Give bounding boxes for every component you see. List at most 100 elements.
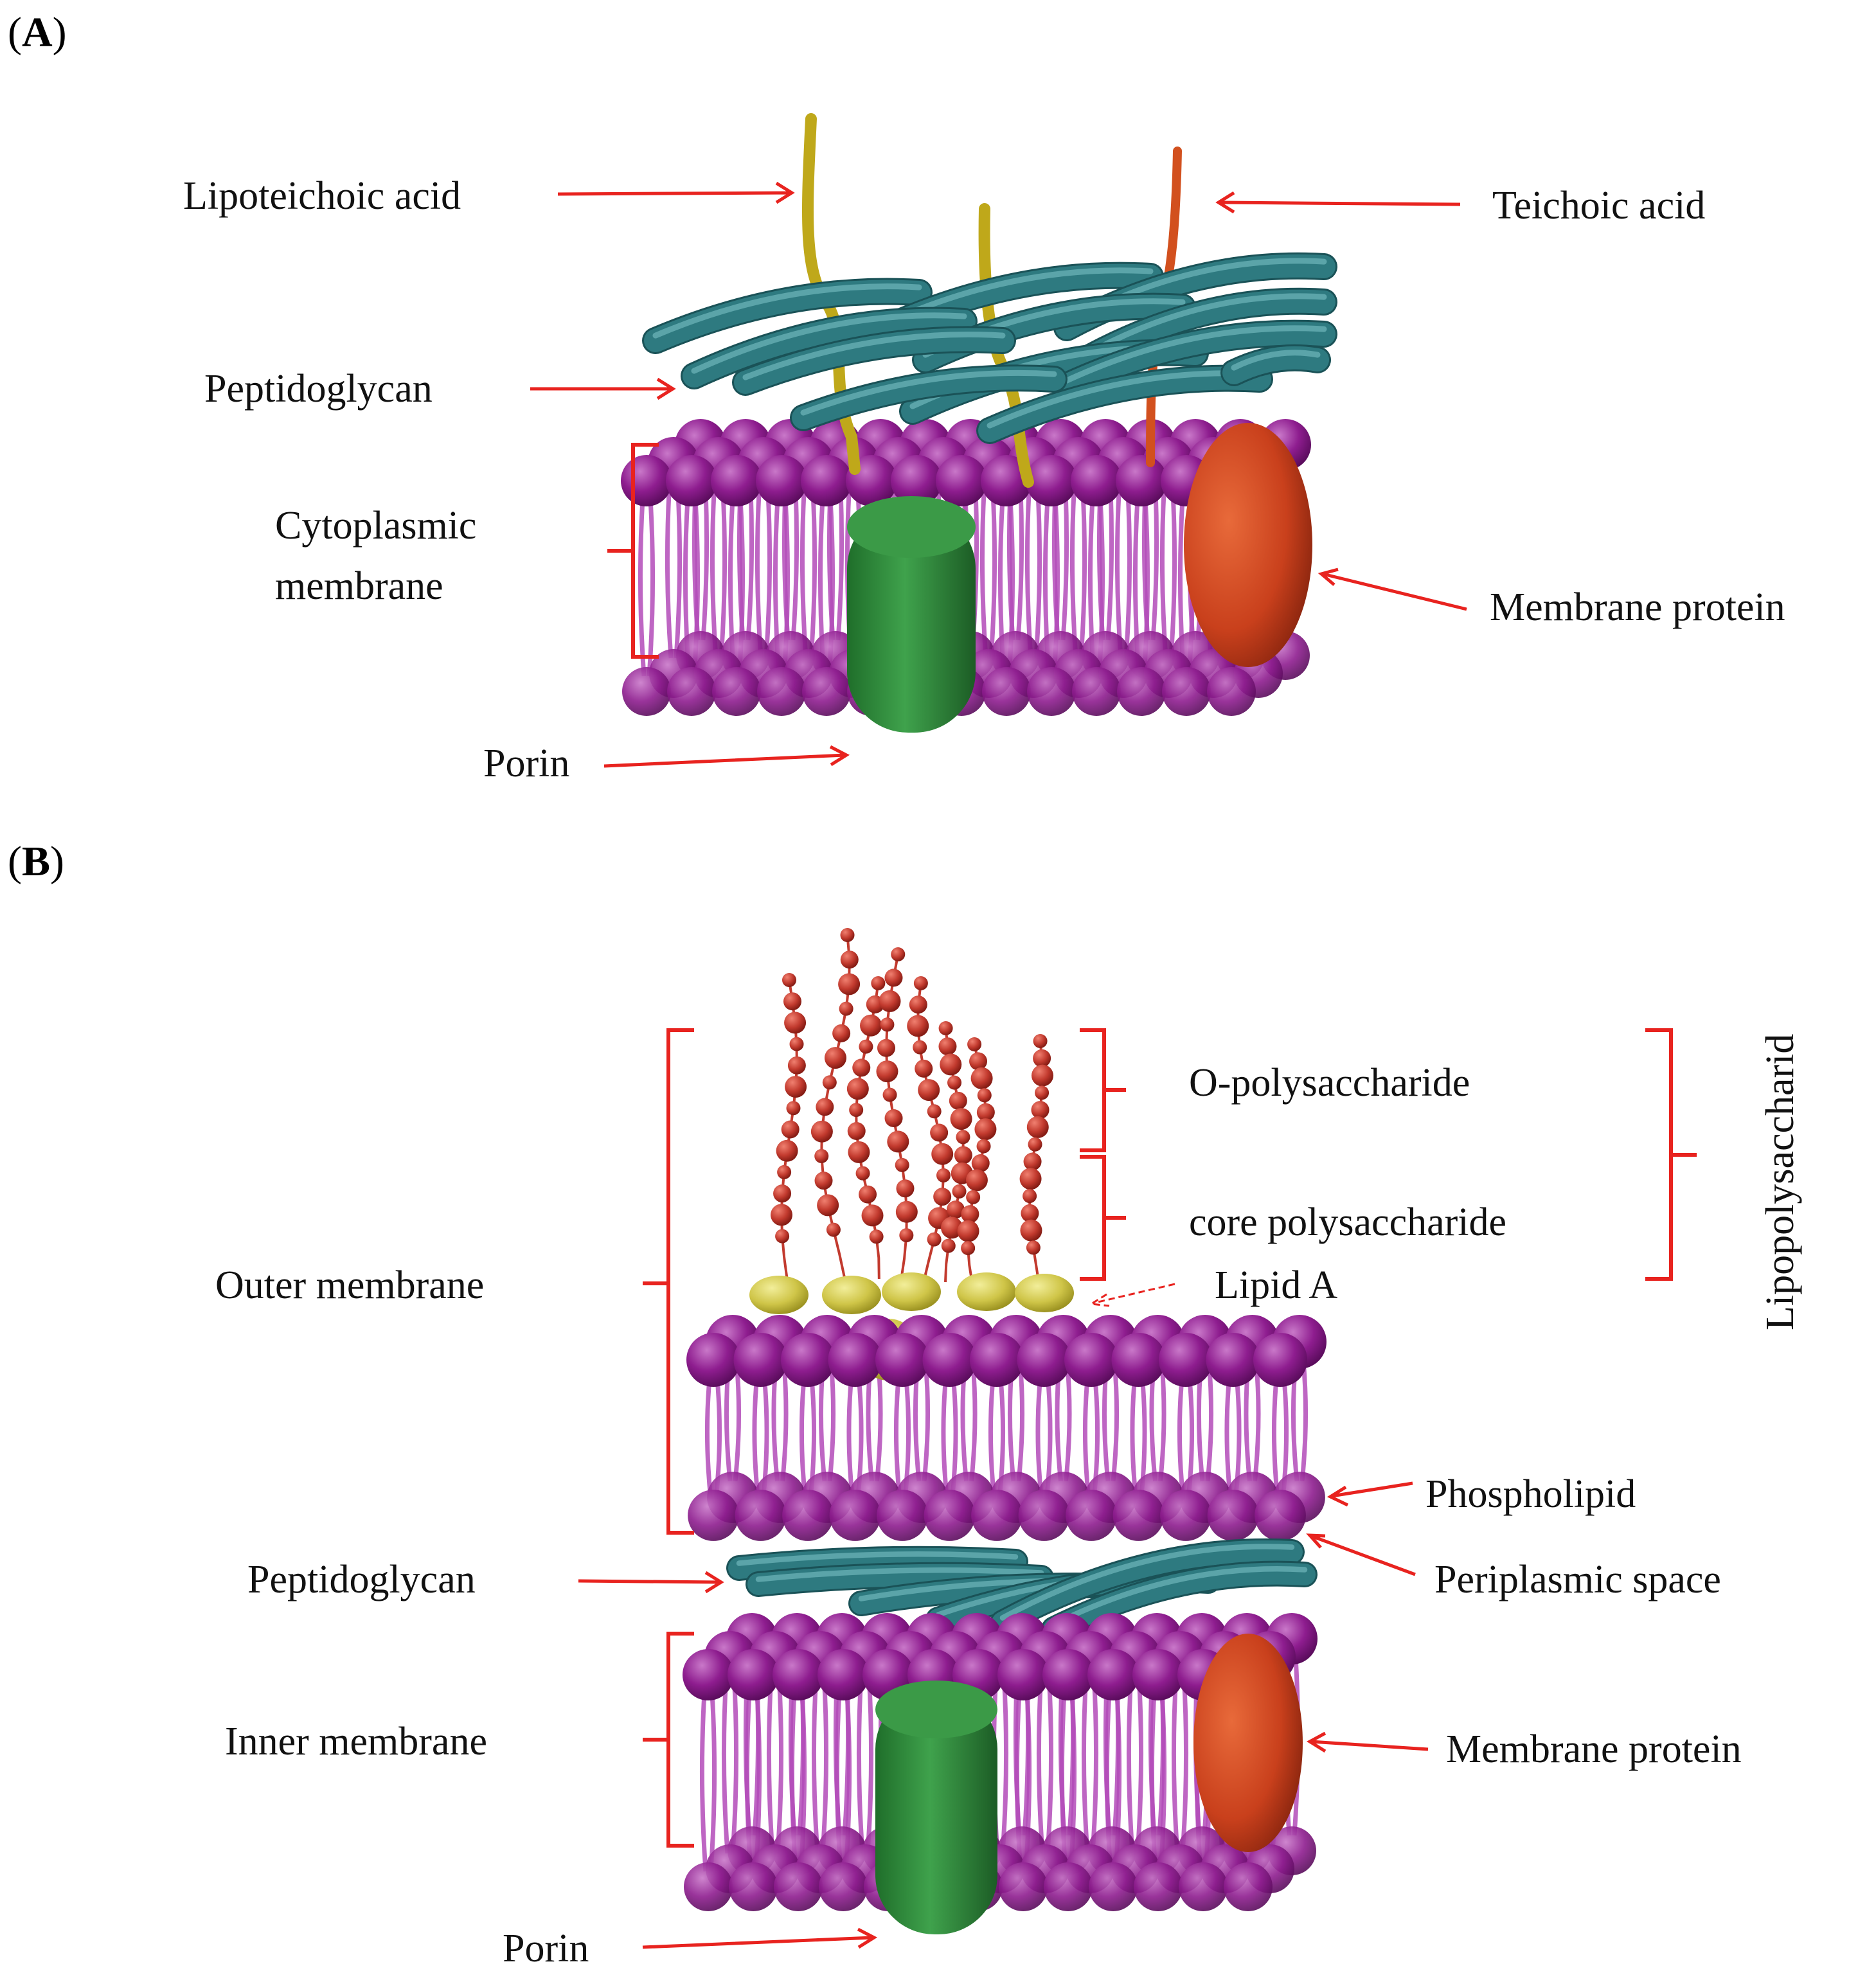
lps-bead (785, 1076, 807, 1098)
arrow-peptidoglycan-b (578, 1571, 724, 1594)
lps-bead (950, 1108, 972, 1130)
phospholipid-head (829, 1490, 881, 1541)
lps-bead (1031, 1101, 1050, 1119)
lps-bead (877, 1039, 895, 1057)
lps-bead (775, 1229, 790, 1244)
phospholipid-head (936, 455, 987, 506)
phospholipid-tail (811, 1674, 820, 1854)
lps-bead (1028, 1137, 1042, 1152)
label-membrane-protein-a: Membrane protein (1490, 585, 1785, 629)
phospholipid-head (712, 667, 761, 716)
phospholipid-head (819, 1862, 868, 1911)
phospholipid-tail (1033, 480, 1042, 659)
arrow-peptidoglycan-a (530, 377, 676, 400)
label-membrane-protein-b: Membrane protein (1446, 1727, 1742, 1771)
phospholipid-head (757, 667, 806, 716)
phospholipid-head (1027, 667, 1076, 716)
phospholipid-tail (893, 1378, 902, 1500)
lps-bead (876, 1060, 898, 1083)
bracket-lipopolysaccharid (1645, 1028, 1697, 1281)
lps-bead (1019, 1168, 1042, 1190)
phospholipid-tail (1081, 1674, 1090, 1854)
lps-bead (938, 1021, 953, 1035)
phospholipid-head (781, 1333, 835, 1387)
phospholipid-head (801, 455, 852, 506)
phospholipid-head (1117, 667, 1166, 716)
lps-bead (838, 973, 861, 995)
lps-bead (887, 1130, 909, 1153)
phospholipid-head (924, 1490, 976, 1541)
lipid-a-head (1015, 1274, 1074, 1312)
lps-bead (956, 1130, 970, 1145)
label-porin-b: Porin (503, 1927, 589, 1970)
label-inner-membrane: Inner membrane (225, 1720, 487, 1763)
peptidoglycan-rod (992, 1540, 1303, 1634)
lps-bead (940, 1053, 962, 1076)
phospholipid-head (782, 1490, 834, 1541)
phospholipid-tail (1130, 1378, 1138, 1500)
peptidoglycan-rod (652, 283, 922, 339)
phospholipid-tail (1045, 1674, 1054, 1854)
lps-bead (941, 1217, 963, 1239)
lps-bead (849, 1103, 864, 1118)
lipopolysaccharide-chains (771, 928, 1053, 1283)
lps-bead (861, 1204, 884, 1227)
phospholipid-head (1162, 667, 1211, 716)
phospholipid-head (688, 1490, 739, 1541)
phospholipid-head (1066, 1490, 1117, 1541)
phospholipid-tail (780, 1360, 789, 1482)
phospholipid-head (733, 1333, 788, 1387)
lps-bead (784, 1012, 807, 1034)
lps-bead (931, 1143, 954, 1165)
peptidoglycan-rod (644, 280, 931, 352)
phospholipid-tail (1300, 1360, 1309, 1482)
phospholipid-head (1207, 1490, 1259, 1541)
lps-bead (961, 1205, 979, 1224)
bracket-o-polysaccharide (1080, 1028, 1126, 1152)
phospholipid-tail (1024, 480, 1033, 659)
phospholipid-tail (979, 480, 988, 659)
gram-positive-envelope (621, 113, 1337, 733)
lps-bead (840, 928, 855, 942)
phospholipid-tail (1135, 1674, 1144, 1854)
phospholipid-head (1111, 1333, 1166, 1387)
phospholipid-tail (647, 498, 656, 677)
lps-bead (859, 1039, 873, 1054)
lps-bead (773, 1184, 792, 1203)
lps-bead (783, 992, 801, 1011)
lps-bead (946, 1200, 965, 1219)
phospholipid-tail (1000, 1674, 1009, 1854)
lps-bead (771, 1204, 792, 1226)
panel-a-label: (A) (8, 9, 67, 56)
phospholipid-head (802, 667, 851, 716)
lps-bead (782, 973, 796, 987)
lps-bead (913, 976, 928, 990)
lps-bead (814, 1148, 829, 1163)
phospholipid-tail (764, 480, 773, 659)
gram-negative-envelope (683, 928, 1327, 1934)
arrow-lipoteichoic-acid (557, 181, 795, 204)
phospholipid-tail (1168, 480, 1177, 659)
lps-bead (847, 1122, 866, 1140)
lps-bead (822, 1075, 837, 1090)
lps-bead (824, 1047, 846, 1069)
phospholipid-head (828, 1333, 882, 1387)
peptidoglycan-layer (642, 252, 1337, 444)
lps-bead (969, 1052, 988, 1071)
lps-bead (941, 1238, 956, 1253)
lps-bead (832, 1024, 851, 1042)
lps-bead (976, 1139, 991, 1154)
phospholipid-tail (708, 1692, 717, 1872)
phospholipid-head (1255, 1490, 1306, 1541)
phospholipid-head (1072, 667, 1121, 716)
phospholipid-head (667, 667, 716, 716)
phospholipid-tail (988, 480, 997, 659)
lps-bead (907, 1015, 929, 1037)
phospholipid-tail (1111, 1360, 1120, 1482)
phospholipid-head (1159, 1333, 1213, 1387)
lps-bead (839, 1001, 853, 1016)
phospholipid-tail (865, 1674, 874, 1854)
phospholipid-head (735, 1490, 787, 1541)
lps-bead (882, 1087, 897, 1102)
